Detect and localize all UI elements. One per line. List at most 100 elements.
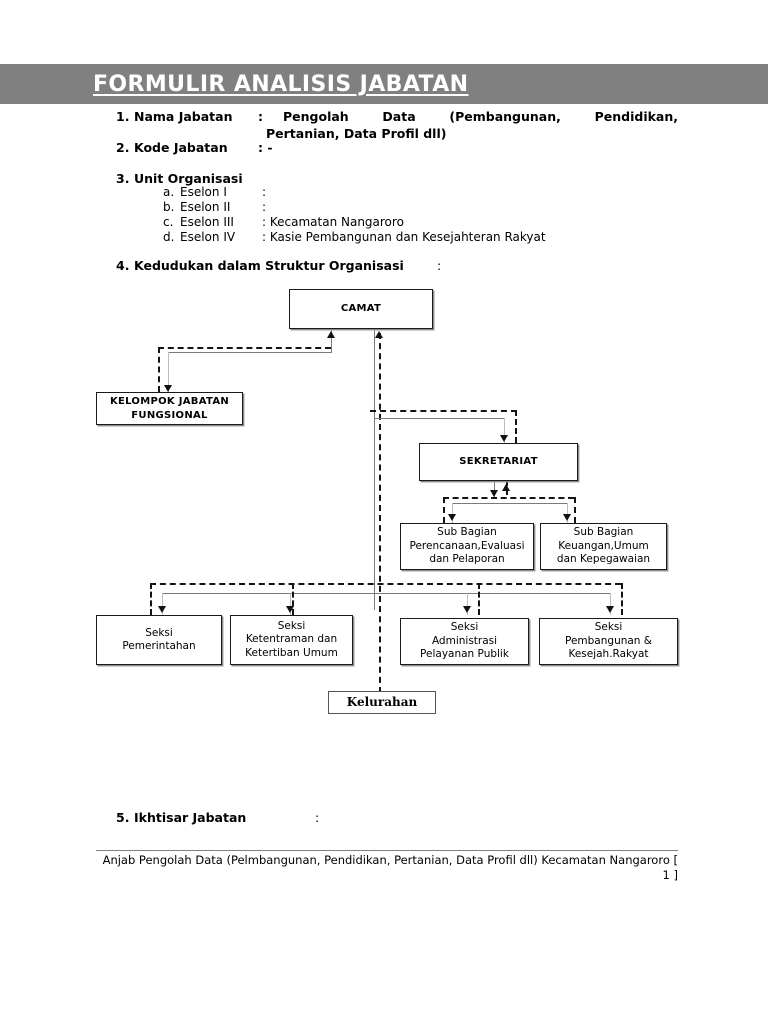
arrow-to-seksi4 <box>606 606 614 613</box>
field-2-label: Kode Jabatan <box>134 140 228 155</box>
field-5-label: Ikhtisar Jabatan <box>134 810 247 825</box>
connector-seksi1-dashed-drop <box>150 583 152 615</box>
connector-seksi3-solid-drop <box>467 593 468 615</box>
seksi1-line2: Pemerintahan <box>122 640 196 652</box>
field-1-value-line2: Pertanian, Data Profil dll) <box>266 126 447 141</box>
org-node-subbagian-keuangan-label: Sub Bagian Keuangan,Umum dan Kepegawaian <box>554 526 653 567</box>
connector-seksi2-solid-drop <box>290 593 291 615</box>
subitem-d-label: Eselon IV <box>180 230 236 244</box>
connector-kelompok-solid-drop <box>168 352 169 395</box>
connector-sekretariat-solid-drop <box>504 418 505 443</box>
page-title: FORMULIR ANALISIS JABATAN <box>93 71 469 97</box>
connector-main-trunk-solid <box>374 329 375 610</box>
connector-subbag1-dashed-drop <box>443 497 445 523</box>
seksi4-line3: Kesejah.Rakyat <box>568 648 649 661</box>
connector-seksi-bar-solid <box>162 593 610 594</box>
connector-camat-kelompok-stub <box>331 329 332 353</box>
org-node-seksi-administrasi-label: Seksi Administrasi Pelayanan Publik <box>417 621 512 662</box>
subitem-d-letter: d. <box>163 230 175 244</box>
subbag1-line3: dan Pelaporan <box>429 553 505 566</box>
connector-seksi1-solid-drop <box>162 593 163 615</box>
field-1-number: 1. <box>116 109 130 124</box>
connector-seksi2-dashed-drop <box>292 583 294 615</box>
footer-line2: Nangaroro [ 1 ] <box>609 853 678 882</box>
field-3-label: Unit Organisasi <box>134 171 243 186</box>
footer-text: Anjab Pengolah Data (Pelmbangunan, Pendi… <box>96 853 678 883</box>
connector-seksi4-solid-drop <box>610 593 611 615</box>
arrow-sekretariat-down <box>490 490 498 497</box>
subitem-c-letter: c. <box>163 215 174 229</box>
org-node-kelompok-label: KELOMPOK JABATAN FUNGSIONAL <box>109 396 230 421</box>
field-1-colon: : <box>258 109 263 124</box>
arrow-to-seksi1 <box>158 606 166 613</box>
arrow-to-seksi2 <box>286 606 294 613</box>
org-node-subbagian-keuangan: Sub Bagian Keuangan,Umum dan Kepegawaian <box>540 523 667 570</box>
connector-subbag2-dashed-drop <box>574 497 576 523</box>
org-node-seksi-pemerintahan: Seksi Pemerintahan <box>96 615 222 665</box>
org-node-seksi-ketentraman-label: Seksi Ketentraman dan Ketertiban Umum <box>242 620 341 661</box>
field-4-label: Kedudukan dalam Struktur Organisasi <box>134 258 404 273</box>
field-3-number: 3. <box>116 171 130 186</box>
connector-sekretariat-dashed-drop <box>515 410 517 443</box>
subitem-a-label: Eselon I <box>180 185 227 199</box>
arrow-to-subbag2 <box>563 514 571 521</box>
footer-line1: Anjab Pengolah Data (Pelmbangunan, Pendi… <box>102 853 606 867</box>
subitem-c-value: : Kecamatan Nangaroro <box>262 215 404 229</box>
subitem-a-value: : <box>262 185 267 199</box>
subbag1-line2: Perencanaan,Evaluasi <box>409 539 525 552</box>
subitem-d-value: : Kasie Pembangunan dan Kesejahteran Rak… <box>262 230 546 244</box>
field-2-number: 2. <box>116 140 130 155</box>
org-node-sekretariat-label: SEKRETARIAT <box>459 456 538 468</box>
org-node-kelurahan: Kelurahan <box>328 691 436 714</box>
connector-seksi3-dashed-drop <box>478 583 480 615</box>
seksi3-line1: Seksi <box>450 621 479 634</box>
footer-divider <box>96 850 678 851</box>
subitem-a-letter: a. <box>163 185 175 199</box>
seksi3-line2: Administrasi <box>431 634 498 647</box>
seksi2-line2: Ketentraman dan <box>245 633 338 646</box>
field-5-number: 5. <box>116 810 130 825</box>
subbag2-line3: dan Kepegawaian <box>556 553 651 566</box>
subbag2-line1: Sub Bagian <box>573 526 634 539</box>
connector-subbag1-solid-drop <box>452 503 453 523</box>
subbag2-line2: Keuangan,Umum <box>558 539 649 552</box>
org-node-seksi-pemerintahan-label: Seksi Pemerintahan <box>119 627 198 654</box>
seksi3-line3: Pelayanan Publik <box>420 648 509 661</box>
arrow-subbag-to-sekretariat <box>502 484 510 491</box>
arrow-kelompok-to-camat <box>327 331 335 338</box>
seksi2-line3: Ketertiban Umum <box>245 646 338 659</box>
connector-sekretariat-subbag-stub <box>494 481 495 497</box>
arrow-to-sekretariat <box>500 435 508 442</box>
connector-seksi4-dashed-drop <box>621 583 623 615</box>
arrow-trunk-to-camat <box>375 331 383 338</box>
connector-camat-kelompok-solid-h <box>168 352 332 353</box>
seksi4-line2: Pembangunan & <box>565 634 652 647</box>
org-node-subbagian-perencanaan-label: Sub Bagian Perencanaan,Evaluasi dan Pela… <box>406 526 527 567</box>
arrow-to-subbag1 <box>448 514 456 521</box>
connector-trunk-sekretariat-solid-h <box>374 418 504 419</box>
org-node-seksi-ketentraman: Seksi Ketentraman dan Ketertiban Umum <box>230 615 353 665</box>
field-1-label: Nama Jabatan <box>134 109 233 124</box>
connector-camat-kelompok-dashed-h <box>158 347 331 349</box>
connector-subbag-bar-dashed <box>443 497 574 499</box>
org-node-camat-label: CAMAT <box>340 303 382 315</box>
org-node-seksi-administrasi: Seksi Administrasi Pelayanan Publik <box>400 618 529 665</box>
connector-seksi-bar-dashed <box>150 583 621 585</box>
field-4-colon: : <box>437 258 442 273</box>
org-node-camat: CAMAT <box>289 289 433 329</box>
connector-main-trunk-dashed <box>379 333 381 693</box>
org-node-kelompok-jabatan-fungsional: KELOMPOK JABATAN FUNGSIONAL <box>96 392 243 425</box>
subitem-b-letter: b. <box>163 200 175 214</box>
field-4-number: 4. <box>116 258 130 273</box>
seksi1-line1: Seksi <box>145 626 173 639</box>
org-node-seksi-pembangunan: Seksi Pembangunan & Kesejah.Rakyat <box>539 618 678 665</box>
org-node-sekretariat: SEKRETARIAT <box>419 443 578 481</box>
subitem-b-label: Eselon II <box>180 200 231 214</box>
subitem-b-value: : <box>262 200 267 214</box>
field-1-value-line1: Pengolah Data (Pembangunan, Pendidikan, <box>283 109 678 124</box>
field-2-value: : - <box>258 140 273 155</box>
connector-subbag-bar-solid <box>452 503 567 504</box>
subbag1-line1: Sub Bagian <box>437 526 497 539</box>
